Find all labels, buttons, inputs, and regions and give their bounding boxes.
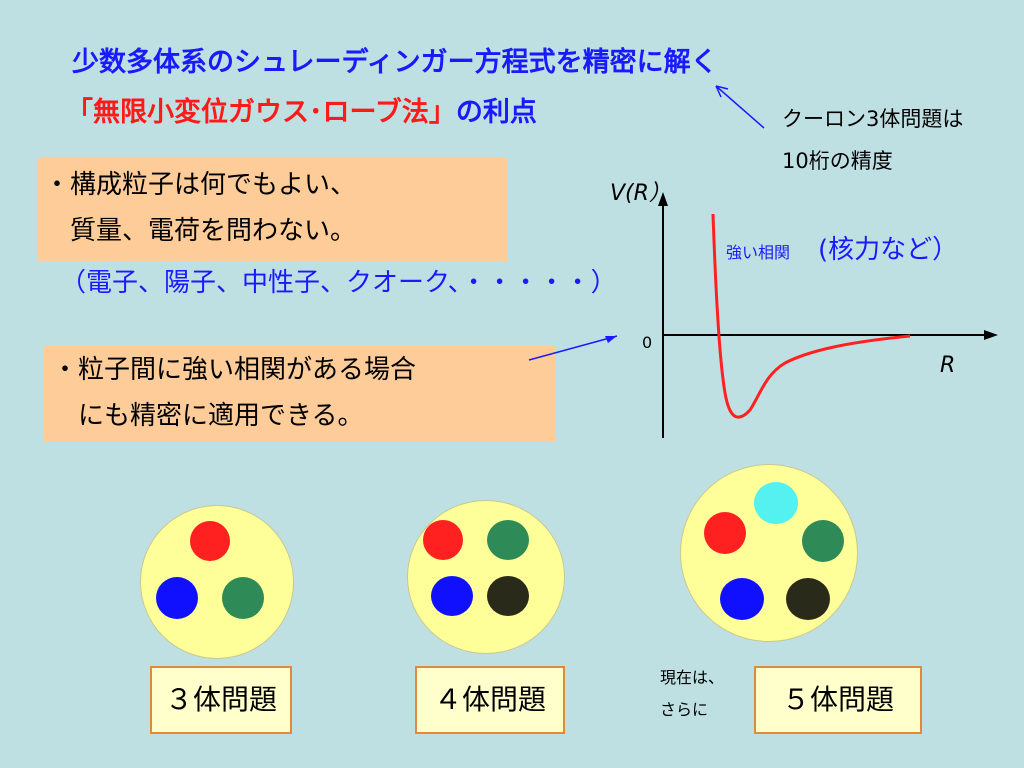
bullet-box-1 [38, 158, 508, 262]
particle-green [802, 520, 844, 562]
potential-curve [711, 213, 911, 419]
particle-red [704, 512, 746, 554]
particle-cyan [754, 482, 798, 524]
current-note-line-1: 現在は、 [660, 668, 725, 687]
x-axis-arrow [984, 330, 998, 340]
particle-red [190, 521, 230, 561]
x-axis-label: R [940, 353, 955, 378]
bullet-2-arrow [528, 335, 618, 361]
strong-correlation-label: 強い相関 [726, 243, 790, 262]
title-line-1: 少数多体系のシュレーディンガー方程式を精密に解く [72, 47, 718, 78]
particle-black [487, 576, 529, 616]
zero-label: 0 [642, 333, 652, 352]
bullet-1-line-2: 質量、電荷を問わない。 [44, 216, 357, 246]
particle-blue [720, 578, 764, 620]
particle-green [487, 520, 529, 560]
precision-note-line-1: クーロン3体問題は [782, 107, 964, 131]
three-body-label: ３体問題 [150, 666, 292, 734]
bullet-2-line-1: ・粒子間に強い相関がある場合 [52, 355, 417, 385]
current-note: 現在は、 さらに [660, 662, 724, 726]
precision-note: クーロン3体問題は 10桁の精度 [782, 98, 963, 182]
five-body-label: ５体問題 [754, 666, 922, 734]
y-axis-arrow [658, 192, 668, 206]
bullet-2-text: ・粒子間に強い相関がある場合 にも精密に適用できる。 [52, 347, 416, 439]
potential-graph: V(R） R 0 強い相関 (核力など） [610, 181, 998, 438]
four-body-label: ４体問題 [415, 666, 565, 734]
bullet-box-2 [44, 346, 556, 442]
bullet-1-line-1: ・構成粒子は何でもよい、 [44, 170, 357, 200]
particle-blue [431, 576, 473, 616]
note-arrow [715, 85, 765, 129]
y-axis-label: V(R） [610, 181, 671, 206]
bullet-1-text: ・構成粒子は何でもよい、 質量、電荷を問わない。 [44, 162, 356, 254]
current-note-line-2: さらに [660, 700, 709, 719]
bullet-2-line-2: にも精密に適用できる。 [52, 401, 364, 431]
particle-green [222, 577, 264, 619]
method-name: 「無限小変位ガウス･ローブ法」 [66, 97, 456, 128]
title-line-2: 「無限小変位ガウス･ローブ法」の利点 [66, 90, 537, 129]
precision-note-line-2: 10桁の精度 [782, 149, 893, 173]
nuclear-force-label: (核力など） [818, 235, 958, 265]
particle-black [786, 578, 830, 620]
particle-red [423, 520, 463, 560]
particle-examples: （電子、陽子、中性子、クオーク、・・・・・） [60, 268, 617, 298]
particle-blue [156, 577, 198, 619]
advantages-text: の利点 [455, 97, 537, 128]
